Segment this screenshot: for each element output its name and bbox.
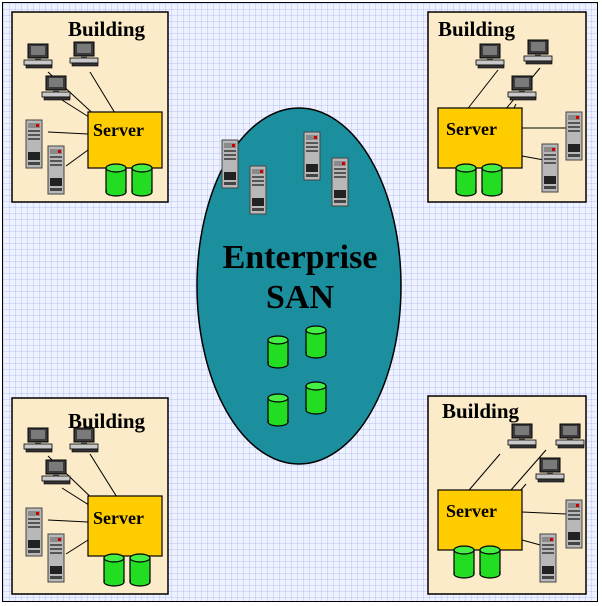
- building-top-left: Building Server: [11, 11, 169, 203]
- server-box: [87, 495, 163, 557]
- workstation-icon: [535, 457, 565, 483]
- disk-icon: [479, 545, 501, 579]
- workstation-icon: [23, 427, 53, 453]
- disk-icon: [305, 325, 327, 359]
- workstation-icon: [69, 41, 99, 67]
- tower-server-icon: [539, 533, 557, 583]
- building-title: Building: [442, 399, 520, 423]
- server-box: [437, 107, 523, 169]
- workstation-icon: [41, 75, 71, 101]
- workstation-icon: [507, 75, 537, 101]
- san-title-line2: SAN: [266, 279, 334, 316]
- disk-icon: [267, 393, 289, 427]
- workstation-icon: [23, 43, 53, 69]
- building-bottom-right: Building Server: [427, 395, 587, 595]
- tower-server-icon: [221, 139, 239, 189]
- disk-icon: [305, 381, 327, 415]
- tower-server-icon: [303, 131, 321, 181]
- enterprise-san: Enterprise SAN: [196, 107, 402, 465]
- tower-server-icon: [331, 157, 349, 207]
- disk-icon: [103, 553, 125, 587]
- workstation-icon: [69, 427, 99, 453]
- building-title: Building: [68, 17, 146, 41]
- tower-server-icon: [47, 145, 65, 195]
- server-label: Server: [93, 120, 144, 140]
- tower-server-icon: [565, 111, 583, 161]
- server-label: Server: [446, 501, 497, 521]
- building-bottom-left: Building Server: [11, 397, 169, 595]
- workstation-icon: [41, 459, 71, 485]
- disk-icon: [455, 163, 477, 197]
- building-title: Building: [438, 17, 516, 41]
- tower-server-icon: [565, 499, 583, 549]
- server-label: Server: [93, 508, 144, 528]
- disk-icon: [129, 553, 151, 587]
- disk-icon: [131, 163, 153, 197]
- disk-icon: [105, 163, 127, 197]
- workstation-icon: [523, 39, 553, 65]
- building-top-right: Building Server: [427, 11, 587, 203]
- san-ellipse: [196, 107, 402, 465]
- tower-server-icon: [25, 119, 43, 169]
- disk-icon: [453, 545, 475, 579]
- tower-server-icon: [25, 507, 43, 557]
- workstation-icon: [507, 423, 537, 449]
- disk-icon: [481, 163, 503, 197]
- server-label: Server: [446, 119, 497, 139]
- server-box: [87, 111, 163, 169]
- workstation-icon: [555, 423, 585, 449]
- tower-server-icon: [249, 165, 267, 215]
- tower-server-icon: [541, 143, 559, 193]
- workstation-icon: [475, 43, 505, 69]
- disk-icon: [267, 335, 289, 369]
- tower-server-icon: [47, 533, 65, 583]
- san-title-line1: Enterprise: [223, 239, 378, 276]
